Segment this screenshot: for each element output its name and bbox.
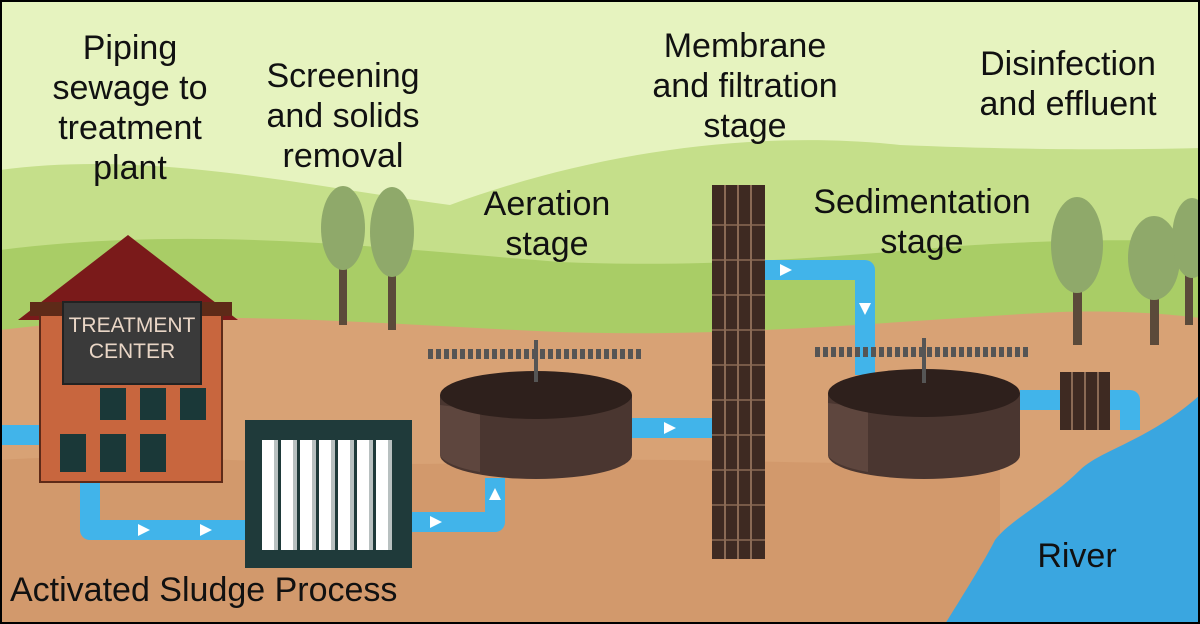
label-aeration-line: stage [505, 225, 589, 263]
label-screening-line: Screening [266, 57, 420, 95]
pipe-house-to-screen [80, 478, 245, 540]
label-disinfection: Disinfection and effluent [950, 44, 1186, 124]
label-membrane: Membrane and filtration stage [630, 26, 860, 146]
label-sedimentation-line: Sedimentation [813, 183, 1031, 221]
label-piping-line: sewage to [52, 69, 208, 107]
sedimentation-tank [815, 338, 1030, 479]
label-screening-line: and solids [266, 97, 420, 135]
sign-line-2: CENTER [88, 340, 176, 363]
river [945, 395, 1200, 624]
tree-group-left [321, 186, 414, 330]
label-membrane-line: and filtration [652, 67, 838, 105]
label-disinfection-line: and effluent [979, 85, 1157, 123]
pipe-to-river [1110, 390, 1140, 430]
label-aeration: Aeration stage [452, 184, 642, 264]
screening-unit [245, 420, 412, 568]
label-membrane-line: Membrane [663, 27, 827, 65]
label-aeration-line: Aeration [483, 185, 611, 223]
label-piping-line: Piping [82, 29, 178, 67]
aeration-tank [428, 340, 642, 479]
disinfection-unit [1060, 372, 1110, 430]
sign-line-1: TREATMENT [68, 314, 196, 337]
label-screening-line: removal [282, 137, 404, 175]
diagram-title: Activated Sludge Process [10, 571, 398, 609]
membrane-tower [712, 185, 765, 559]
label-disinfection-line: Disinfection [980, 45, 1156, 83]
label-sedimentation: Sedimentation stage [790, 182, 1054, 262]
label-membrane-line: stage [703, 107, 787, 145]
label-piping-line: treatment [58, 109, 202, 147]
treatment-building [18, 235, 238, 483]
flow-arrows [138, 264, 871, 536]
label-piping: Piping sewage to treatment plant [20, 28, 240, 188]
pipe-membrane-to-sedimentation [765, 260, 875, 375]
label-sedimentation-line: stage [880, 223, 964, 261]
building-sign: TREATMENT CENTER [63, 313, 201, 365]
label-piping-line: plant [93, 149, 167, 187]
label-screening: Screening and solids removal [238, 56, 448, 176]
tree-group-right [1051, 197, 1200, 345]
label-river: River [1037, 537, 1117, 575]
